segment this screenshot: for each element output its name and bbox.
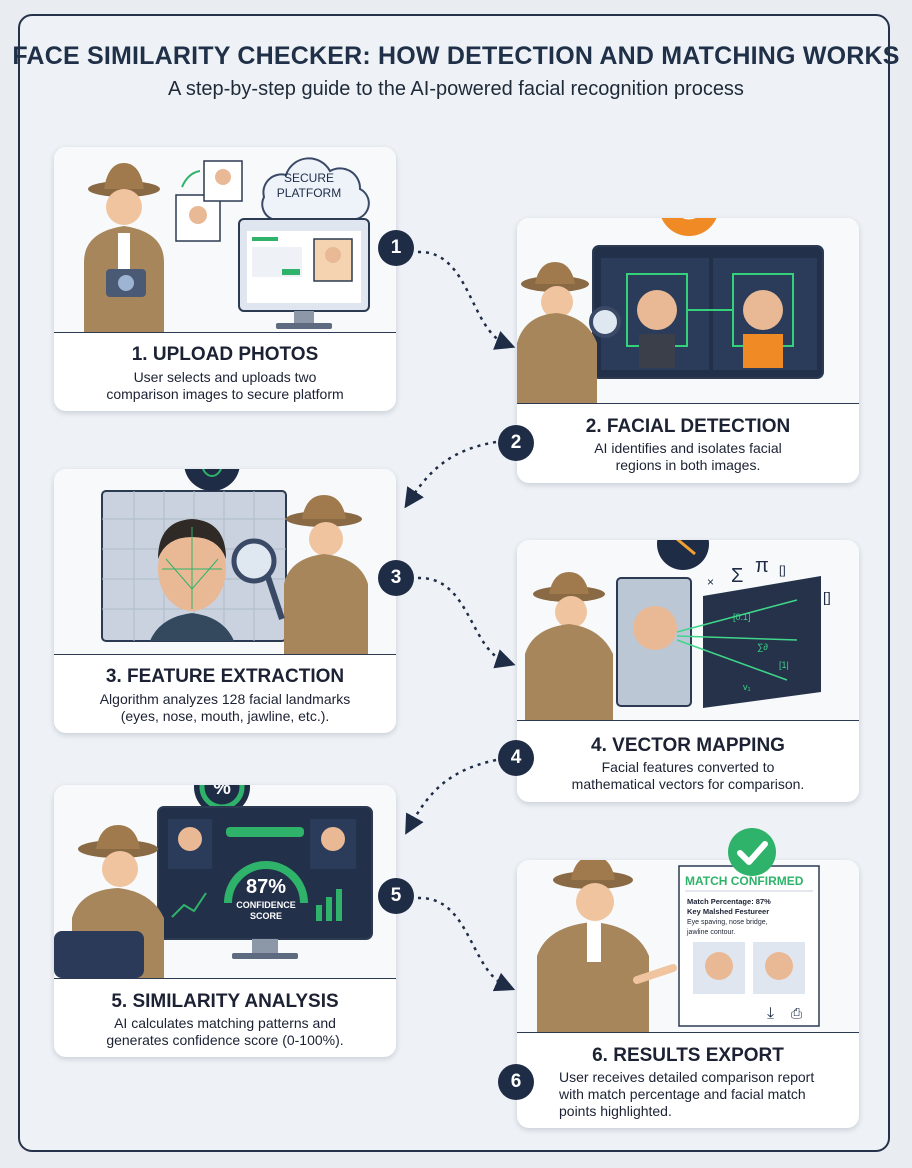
cloud-icon: SECURE PLATFORM [261,157,370,220]
step-4-badge: 4 [498,740,534,776]
arrow-1-to-2 [417,250,516,350]
report-title: MATCH CONFIRMED [685,874,804,888]
vector-icon [657,540,709,570]
step-1-title: 1. UPLOAD PHOTOS [131,344,319,365]
confidence-score: 87% [246,876,286,898]
svg-text:[]: [] [779,563,786,577]
step-6-badge: 6 [498,1064,534,1100]
step-3-description: Algorithm analyzes 128 facial landmarks … [99,691,351,724]
arrow-5-to-6 [417,896,516,992]
svg-text:[]: [] [823,589,831,605]
step-3-title: 3. FEATURE EXTRACTION [105,666,345,687]
detective-icon [517,262,621,403]
svg-text:Key Malshed Festureer: Key Malshed Festureer [687,907,769,916]
step-1-description: User selects and uploads two comparison … [106,369,344,402]
detective-icon [84,163,164,332]
step-2-title: 2. FACIAL DETECTION [585,416,791,437]
detective-icon [231,495,368,654]
arrow-3-to-4 [417,576,516,669]
face-scan-icon [661,218,717,236]
facial-detection-illustration [517,218,859,403]
svg-text:[1|: [1| [779,660,789,670]
detective-icon [54,825,164,978]
svg-text:π: π [755,555,769,577]
svg-text:CONFIDENCE: CONFIDENCE [236,900,296,910]
similarity-analysis-illustration: % 87% CONFIDENCE SCORE [54,785,396,978]
step-5-title: 5. SIMILARITY ANALYSIS [111,991,339,1012]
arrow-2-to-3 [404,440,497,509]
step-5-card: % 87% CONFIDENCE SCORE 5. SIMILARITY ANA… [54,785,396,1057]
page-title: FACE SIMILARITY CHECKER: HOW DETECTION A… [12,42,900,70]
step-1-badge: 1 [378,230,414,266]
svg-text:×: × [707,575,714,589]
detective-icon [537,860,677,1032]
arrow-4-to-5 [405,758,497,835]
step-4-description: Facial features converted to mathematica… [571,759,805,792]
upload-photos-illustration: SECURE PLATFORM [54,147,396,332]
svg-text:SCORE: SCORE [250,911,282,921]
page-subtitle: A step-by-step guide to the AI-powered f… [168,78,744,100]
step-3-badge: 3 [378,560,414,596]
step-1-card: SECURE PLATFORM [54,147,396,411]
match-check-icon [728,828,776,876]
svg-text:Eye spaving, nose bridge,: Eye spaving, nose bridge, [687,919,768,926]
svg-text:Match Percentage: 87%: Match Percentage: 87% [687,897,771,906]
detective-icon [525,572,613,720]
download-icon: ⤓ [767,1005,774,1022]
svg-text:[0.1]: [0.1] [733,612,751,622]
svg-text:v₁: v₁ [743,682,751,692]
monitor-icon [238,218,370,329]
step-6-card: MATCH CONFIRMED Match Percentage: 87% Ke… [517,860,859,1128]
svg-text:Σ: Σ [731,565,743,587]
step-5-badge: 5 [378,878,414,914]
step-2-badge: 2 [498,425,534,461]
step-3-card: 3. FEATURE EXTRACTION Algorithm analyzes… [54,469,396,733]
results-export-illustration: MATCH CONFIRMED Match Percentage: 87% Ke… [517,860,859,1032]
percent-icon: % [213,785,231,799]
step-2-card: 2. FACIAL DETECTION AI identifies and is… [517,218,859,483]
step-5-description: AI calculates matching patterns and gene… [106,1015,344,1048]
feature-extraction-illustration [54,469,396,654]
step-6-description: User receives detailed comparison report… [559,1069,815,1119]
svg-text:SECURE: SECURE [284,171,334,185]
magnifier-icon [589,306,621,338]
step-2-description: AI identifies and isolates facial region… [594,440,782,473]
face-grid-icon [184,469,240,491]
print-icon: ⎙ [791,1005,802,1021]
svg-text:PLATFORM: PLATFORM [277,186,341,200]
svg-text:jawline contour.: jawline contour. [686,929,735,936]
magnifier-icon [231,538,277,584]
svg-text:∑∂: ∑∂ [757,642,768,652]
step-6-title: 6. RESULTS EXPORT [592,1045,784,1066]
step-4-title: 4. VECTOR MAPPING [591,735,785,756]
